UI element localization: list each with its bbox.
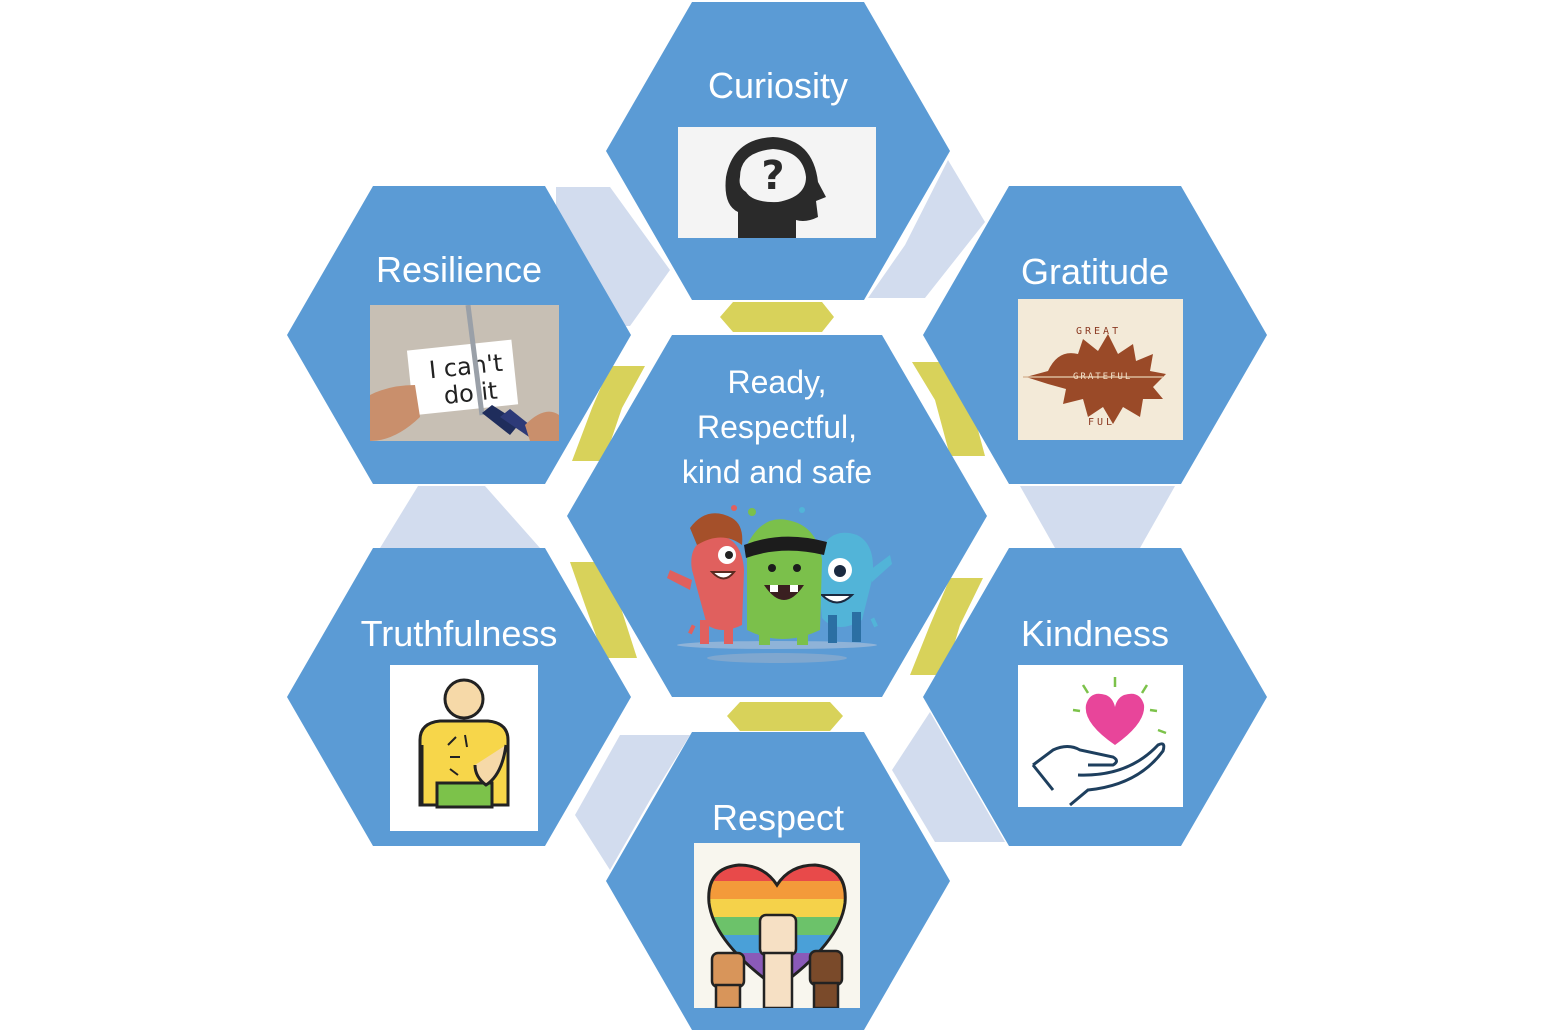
gratitude-label: Gratitude bbox=[1020, 251, 1170, 292]
gold-connector-upper-left bbox=[572, 366, 645, 461]
connector-curiosity-gratitude bbox=[868, 160, 985, 298]
leaf-text-ful: FUL bbox=[1088, 417, 1115, 428]
leaf-icon: GREAT GRATEFUL FUL bbox=[1023, 326, 1166, 428]
gold-connector-lower-left bbox=[570, 562, 637, 658]
gold-connector-bottom bbox=[727, 702, 843, 731]
heart-in-hand-icon bbox=[1031, 677, 1167, 807]
scissors-cut-note-icon: I can't do it bbox=[370, 305, 559, 441]
head-question-icon: ? bbox=[725, 137, 826, 238]
connector-truthfulness-respect bbox=[575, 735, 690, 870]
gold-connector-top bbox=[720, 302, 834, 332]
curiosity-picture: ? bbox=[678, 127, 876, 238]
kindness-label: Kindness bbox=[1020, 613, 1170, 654]
respect-label: Respect bbox=[711, 797, 845, 838]
resilience-label: Resilience bbox=[375, 249, 543, 290]
center-title-line-1: Ready, bbox=[727, 364, 827, 400]
rainbow-heart-fists-icon bbox=[707, 863, 847, 1008]
resilience-picture: I can't do it bbox=[370, 305, 559, 441]
gold-connector-upper-right bbox=[912, 362, 985, 456]
kindness-picture bbox=[1018, 665, 1183, 807]
gold-connector-lower-right bbox=[910, 578, 983, 675]
leaf-text-great: GREAT bbox=[1076, 326, 1121, 337]
curiosity-label: Curiosity bbox=[707, 65, 849, 106]
center-title-line-2: Respectful, bbox=[696, 409, 858, 445]
truthfulness-label: Truthfulness bbox=[360, 613, 558, 654]
leaf-text-grateful: GRATEFUL bbox=[1073, 372, 1132, 382]
svg-text:?: ? bbox=[761, 153, 784, 199]
connector-gratitude-kindness bbox=[1020, 486, 1175, 548]
gratitude-picture: GREAT GRATEFUL FUL bbox=[1018, 299, 1183, 440]
connector-resilience-truthfulness bbox=[380, 486, 540, 548]
monsters-icon bbox=[662, 500, 892, 665]
center-title: Ready, Respectful, kind and safe bbox=[567, 360, 987, 495]
respect-picture bbox=[694, 843, 860, 1008]
svg-text:do it: do it bbox=[442, 376, 498, 409]
center-title-line-3: kind and safe bbox=[681, 454, 873, 490]
connector-kindness-respect bbox=[892, 712, 1005, 842]
hand-on-heart-icon bbox=[418, 678, 510, 809]
truthfulness-picture bbox=[390, 665, 538, 831]
